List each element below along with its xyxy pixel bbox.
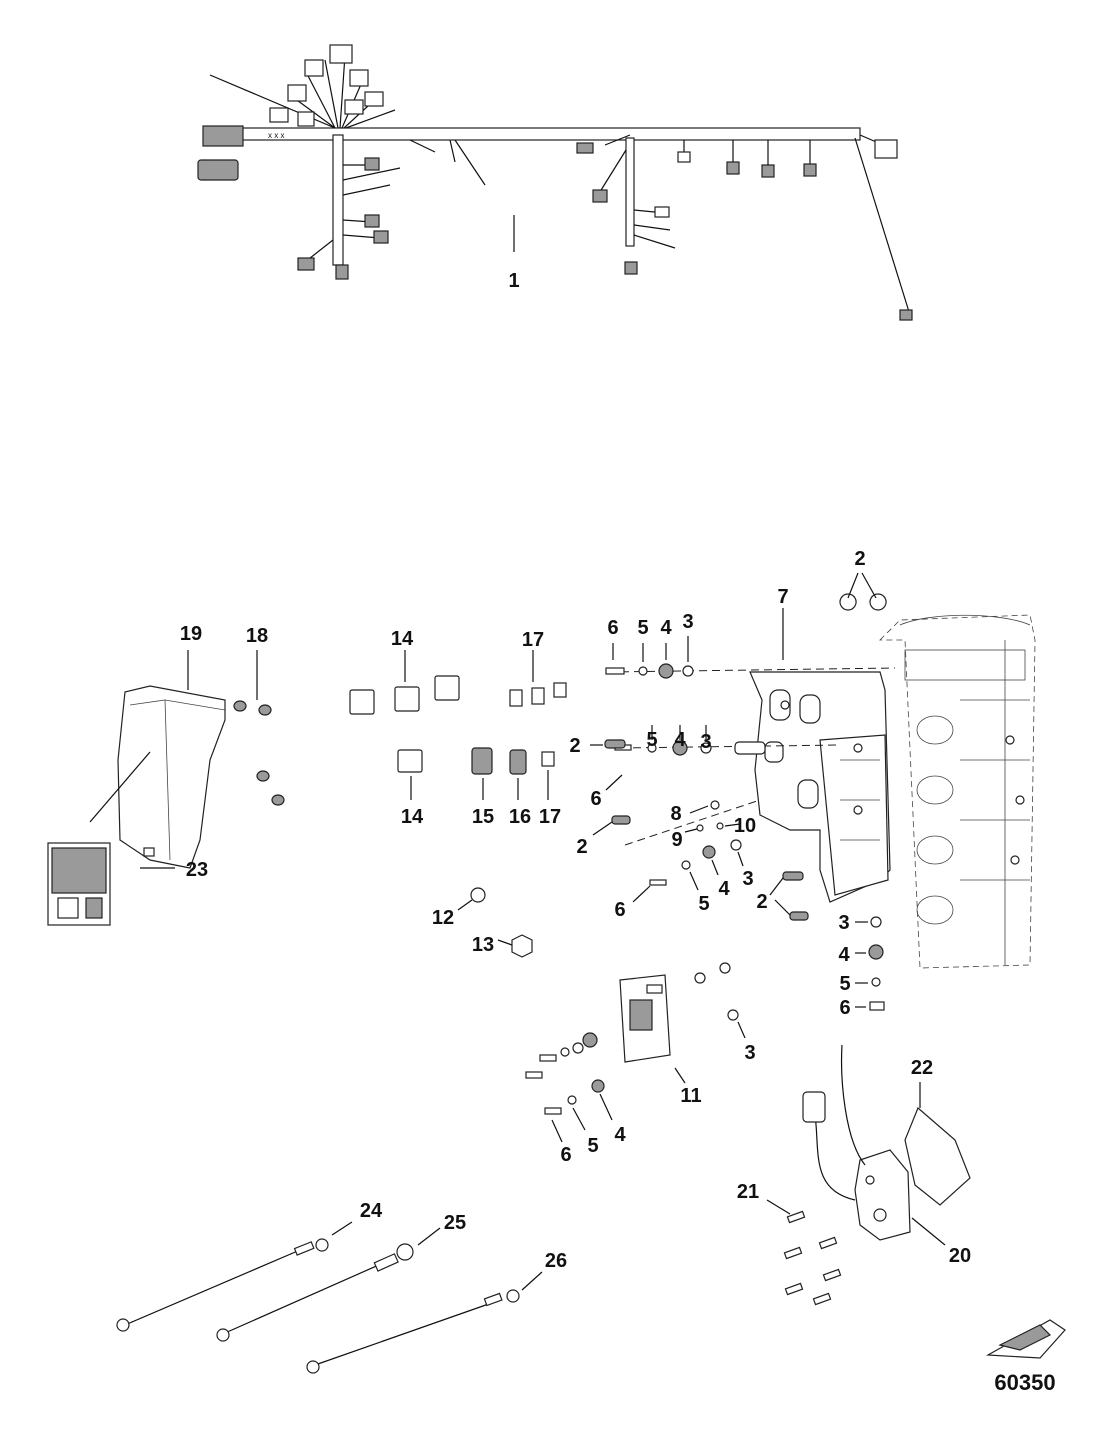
callout-17: 17: [522, 629, 544, 651]
callout-4: 4: [614, 1124, 626, 1146]
callout-4: 4: [838, 944, 850, 966]
wiring-harness: x x x: [197, 44, 913, 321]
boat-icon: [985, 1319, 1066, 1359]
callout-24: 24: [360, 1200, 383, 1222]
callout-5: 5: [839, 973, 850, 995]
callout-22: 22: [911, 1057, 933, 1079]
callout-3: 3: [838, 912, 849, 934]
callout-8: 8: [670, 803, 681, 825]
callout-5: 5: [646, 729, 657, 751]
harness-trunk: [237, 127, 861, 141]
sensor-assembly: [766, 1044, 971, 1306]
harness-main-connector: [202, 125, 244, 147]
callout-14: 14: [391, 628, 414, 650]
callout-6: 6: [614, 899, 625, 921]
callout-13: 13: [472, 934, 494, 956]
svg-text:x x x: x x x: [268, 131, 284, 140]
callout-2: 2: [576, 836, 587, 858]
harness-connector: [329, 44, 353, 64]
callout-25: 25: [444, 1212, 466, 1234]
callout-5: 5: [698, 893, 709, 915]
callout-5: 5: [587, 1135, 598, 1157]
callout-3: 3: [682, 611, 693, 633]
callout-1: 1: [508, 270, 519, 292]
hardware-row-middle: [590, 572, 887, 1011]
battery-cables: [116, 1221, 543, 1374]
callout-15: 15: [472, 806, 494, 828]
callout-2: 2: [756, 891, 767, 913]
callout-18: 18: [246, 625, 268, 647]
callout-2: 2: [854, 548, 865, 570]
callout-19: 19: [180, 623, 202, 645]
callout-4: 4: [718, 878, 730, 900]
callout-6: 6: [839, 997, 850, 1019]
screws-21: [783, 1210, 842, 1306]
decal-23: [47, 842, 175, 926]
callout-14: 14: [401, 806, 424, 828]
callout-3: 3: [744, 1042, 755, 1064]
callout-2: 2: [569, 735, 580, 757]
harness-plug: [197, 159, 239, 181]
callout-4: 4: [660, 617, 672, 639]
callout-16: 16: [509, 806, 531, 828]
callout-7: 7: [777, 586, 788, 608]
harness-drop-left: [332, 134, 344, 266]
hardware-row-top: [605, 636, 694, 679]
engine-block: [879, 614, 1036, 969]
callout-26: 26: [545, 1250, 567, 1272]
mounting-plate: [607, 608, 896, 903]
callout-20: 20: [949, 1245, 971, 1267]
callout-9: 9: [671, 829, 682, 851]
callout-10: 10: [734, 815, 756, 837]
harness-connector: [297, 257, 315, 271]
callout-4: 4: [674, 729, 686, 751]
callout-12: 12: [432, 907, 454, 929]
figure-number: 60350: [994, 1370, 1055, 1395]
callout-6: 6: [607, 617, 618, 639]
callout-3: 3: [742, 868, 753, 890]
callout-23: 23: [186, 859, 208, 881]
callout-6: 6: [560, 1144, 571, 1166]
callout-11: 11: [680, 1085, 701, 1107]
callout-6: 6: [590, 788, 601, 810]
callout-17: 17: [539, 806, 561, 828]
callout-21: 21: [737, 1181, 759, 1203]
module-11: [525, 962, 746, 1143]
items-12-13: [457, 887, 533, 958]
cover-19: [89, 650, 226, 869]
callout-5: 5: [637, 617, 648, 639]
callout-3: 3: [700, 731, 711, 753]
connectors-group: [233, 650, 567, 806]
